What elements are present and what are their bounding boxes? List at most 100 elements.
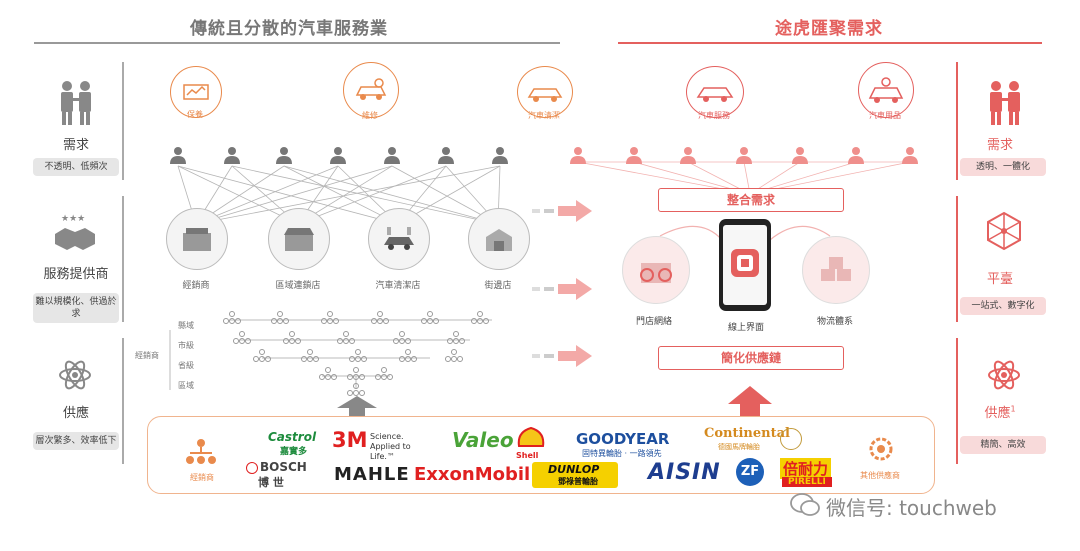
- node-online-interface-label: 線上界面: [727, 323, 764, 333]
- bosch-emblem-icon: [246, 462, 258, 474]
- consumer-icon: [901, 146, 919, 164]
- store-street-shop: [468, 208, 530, 270]
- distributor-node-icon: [444, 348, 464, 367]
- distributor-tree-icon: [184, 438, 218, 472]
- logo-pirelli-cn: 倍耐力: [780, 458, 832, 479]
- supplier-right-label: 其他供應商: [860, 471, 900, 480]
- car-wash-icon: [527, 88, 563, 102]
- distributor-node-icon: [470, 310, 490, 329]
- continental-emblem-icon: [780, 428, 802, 450]
- store-car-wash: [368, 208, 430, 270]
- consumer-icon: [169, 146, 187, 164]
- wechat-icon: [790, 492, 820, 522]
- right-demand-label: 需求: [986, 138, 1013, 153]
- logo-bosch-cn: 博 世: [258, 476, 284, 489]
- consumer-icon: [847, 146, 865, 164]
- simplify-supply-box: 簡化供應鏈: [658, 346, 844, 370]
- repair-icon: [355, 78, 387, 100]
- distributor-node-icon: [252, 348, 272, 367]
- consumer-icon: [735, 146, 753, 164]
- service-repair: [343, 62, 399, 118]
- dunlop-badge: [532, 462, 618, 488]
- consumer-icon: [383, 146, 401, 164]
- left-supply-label: 供應: [62, 406, 89, 421]
- arrow-right-2: [532, 276, 594, 306]
- garage-icon: [640, 263, 672, 283]
- tier-county: 縣域: [178, 321, 194, 330]
- distributor-node-icon: [300, 348, 320, 367]
- right-platform-box: 一站式、數字化: [960, 297, 1046, 315]
- logo-dunlop: DUNLOP: [548, 463, 600, 476]
- distributor-node-icon: [318, 366, 338, 385]
- left-demand-box: 不透明、低頻次: [33, 158, 119, 176]
- distributor-node-icon: [348, 348, 368, 367]
- distributor-node-icon: [446, 330, 466, 349]
- tier-city: 市級: [178, 341, 194, 350]
- tier-region: 區域: [178, 381, 194, 390]
- distributor-node-icon: [320, 310, 340, 329]
- svg-text:★★★: ★★★: [61, 214, 85, 224]
- store-car-wash-label: 汽車清潔店: [375, 281, 421, 291]
- building-icon: [183, 228, 211, 251]
- node-store-network-label: 門店網絡: [635, 317, 672, 327]
- distributor-node-icon: [374, 366, 394, 385]
- consumer-icon: [791, 146, 809, 164]
- car-wash-store-icon: [384, 227, 414, 250]
- logo-bosch: BOSCH: [260, 460, 307, 474]
- logo-shell: Shell: [516, 451, 539, 460]
- left-header: 傳統且分散的汽車服務業: [190, 19, 388, 39]
- right-divider-3: [956, 338, 958, 464]
- right-supply-box: 精簡、高效: [960, 436, 1046, 454]
- distributor-node-icon: [336, 330, 356, 349]
- distributor-node-icon: [392, 330, 412, 349]
- arrow-right-3: [532, 343, 594, 373]
- consumer-icon: [275, 146, 293, 164]
- logo-goodyear: GOODYEAR: [576, 430, 670, 448]
- logo-mahle: MAHLE: [334, 464, 410, 485]
- distributor-node-icon: [420, 310, 440, 329]
- logo-castrol: Castrol: [268, 430, 317, 444]
- left-supply-box: 層次繁多、效率低下: [33, 432, 119, 450]
- right-supply-footnote: 1: [1010, 404, 1016, 414]
- consumer-icon: [223, 146, 241, 164]
- consumer-icon: [625, 146, 643, 164]
- store-regional-chain: [268, 208, 330, 270]
- boxes-icon: [821, 257, 851, 281]
- street-shop-icon: [486, 229, 512, 251]
- right-divider-1: [956, 62, 958, 180]
- right-header: 途虎匯聚需求: [775, 19, 883, 39]
- network-cube-icon: [985, 211, 1023, 255]
- right-demand-box: 透明、一體化: [960, 158, 1046, 176]
- distributor-node-icon: [232, 330, 252, 349]
- other-supplier-gear-icon: [866, 434, 896, 468]
- arrow-right-1: [532, 198, 594, 228]
- right-header-line: [618, 42, 1042, 44]
- left-provider-label: 服務提供商: [43, 267, 109, 282]
- integrate-demand-box: 整合需求: [658, 188, 844, 212]
- shell-logo-icon: [517, 426, 545, 454]
- service-maintenance-label: 保養: [187, 110, 203, 119]
- consumer-icon: [491, 146, 509, 164]
- atom-icon-left: [58, 358, 92, 396]
- service-auto-parts: [858, 62, 914, 118]
- service-car-service: [686, 66, 744, 118]
- handshake-stars-icon: ★★★: [53, 212, 97, 256]
- logo-pirelli: PIRELLI: [782, 477, 832, 487]
- right-divider-2: [956, 196, 958, 322]
- logo-dunlop-cn: 鄧祿普輪胎: [558, 477, 598, 486]
- left-divider-2: [122, 196, 124, 322]
- logo-zf: ZF: [736, 458, 764, 486]
- distributor-node-icon: [346, 366, 366, 385]
- phone-mockup: [719, 219, 771, 311]
- right-supply-label: 供應1: [952, 402, 1048, 421]
- distributor-node-icon: [222, 310, 242, 329]
- node-logistics: [802, 236, 870, 304]
- consumer-icon: [329, 146, 347, 164]
- logo-continental-cn: 德國馬牌輪胎: [718, 443, 760, 451]
- consumer-icon: [437, 146, 455, 164]
- logo-valeo: Valeo: [452, 428, 514, 452]
- store-street-shop-label: 街邊店: [484, 281, 512, 291]
- supplier-left-label: 經銷商: [190, 473, 214, 482]
- phone-screen: [723, 225, 767, 305]
- node-logistics-label: 物流體系: [816, 317, 853, 327]
